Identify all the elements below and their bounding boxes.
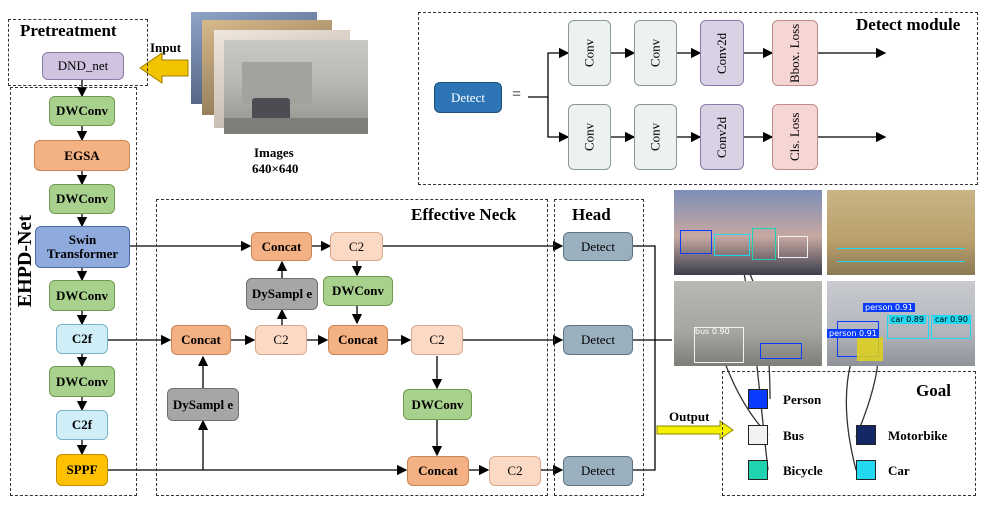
backbone-c2f-1: C2f bbox=[56, 324, 108, 354]
photo4-car-label-2: car 0.90 bbox=[933, 315, 970, 324]
images-caption: Images bbox=[254, 145, 294, 160]
legend-swatch-bus bbox=[748, 425, 768, 445]
output-photo-1 bbox=[674, 190, 822, 275]
dnd-net-node: DND_net bbox=[42, 52, 124, 80]
head-region bbox=[554, 199, 644, 496]
backbone-egsa: EGSA bbox=[34, 140, 130, 171]
detect-top-bbox-loss: Bbox. Loss bbox=[772, 20, 818, 86]
detect-bottom-cls-loss: Cls. Loss bbox=[772, 104, 818, 170]
detect-bottom-conv2d: Conv2d bbox=[700, 104, 744, 170]
images-size: 640×640 bbox=[252, 161, 299, 176]
neck-region bbox=[156, 199, 548, 496]
head-title: Head bbox=[572, 205, 611, 224]
backbone-dwconv-4: DWConv bbox=[49, 366, 115, 397]
backbone-dwconv-2: DWConv bbox=[49, 184, 115, 214]
neck-c2-mid-right: C2 bbox=[411, 325, 463, 355]
photo3-bus-label: bus 0.90 bbox=[695, 327, 730, 336]
output-label: Output bbox=[669, 409, 710, 424]
backbone-title: EHPD-Net bbox=[14, 215, 36, 308]
detect-module-title: Detect module bbox=[856, 15, 961, 34]
photo4-person-label: person 0.91 bbox=[863, 303, 915, 312]
goal-title: Goal bbox=[916, 381, 951, 400]
neck-concat-mid: Concat bbox=[328, 325, 388, 355]
neck-concat-bottom: Concat bbox=[407, 456, 469, 486]
output-photo-2 bbox=[827, 190, 975, 275]
photo4-person-label-2: person 0.91 bbox=[827, 329, 879, 338]
backbone-swin-transformer: Swin Transformer bbox=[35, 226, 130, 268]
neck-concat-left: Concat bbox=[171, 325, 231, 355]
detect-top-conv-1: Conv bbox=[568, 20, 611, 86]
legend-label-motorbike: Motorbike bbox=[888, 428, 948, 443]
head-detect-2: Detect bbox=[563, 325, 633, 355]
detect-top-conv2d: Conv2d bbox=[700, 20, 744, 86]
neck-c2-bottom: C2 bbox=[489, 456, 541, 486]
backbone-region bbox=[10, 87, 137, 496]
head-detect-3: Detect bbox=[563, 456, 633, 486]
neck-title: Effective Neck bbox=[411, 205, 517, 224]
detect-bottom-conv-1: Conv bbox=[568, 104, 611, 170]
backbone-dwconv-3: DWConv bbox=[49, 280, 115, 311]
photo4-car-label-1: car 0.89 bbox=[889, 315, 926, 324]
backbone-dwconv-1: DWConv bbox=[49, 96, 115, 126]
output-photo-4: person 0.91 car 0.89 car 0.90 person 0.9… bbox=[827, 281, 975, 366]
neck-dwconv-lower: DWConv bbox=[403, 389, 472, 420]
neck-concat-top: Concat bbox=[251, 232, 312, 261]
detect-bottom-conv-2: Conv bbox=[634, 104, 677, 170]
neck-dwconv-mid: DWConv bbox=[323, 276, 393, 306]
output-photo-3: bus 0.90 bbox=[674, 281, 822, 366]
legend-label-person: Person bbox=[783, 392, 822, 407]
legend-label-bus: Bus bbox=[783, 428, 804, 443]
legend-swatch-motorbike bbox=[856, 425, 876, 445]
pretreatment-region bbox=[8, 19, 148, 86]
legend-swatch-bicycle bbox=[748, 460, 768, 480]
input-label: Input bbox=[150, 40, 182, 55]
input-image-4 bbox=[224, 40, 368, 134]
neck-dysample-lower: DySampl e bbox=[167, 388, 239, 421]
neck-dysample-upper: DySampl e bbox=[246, 278, 318, 310]
head-detect-1: Detect bbox=[563, 232, 633, 261]
pretreatment-title: Pretreatment bbox=[20, 21, 117, 40]
detect-module-region bbox=[418, 12, 978, 185]
goal-region bbox=[722, 371, 976, 496]
neck-c2-top: C2 bbox=[330, 232, 383, 261]
detect-top-conv-2: Conv bbox=[634, 20, 677, 86]
backbone-sppf: SPPF bbox=[56, 454, 108, 486]
backbone-c2f-2: C2f bbox=[56, 410, 108, 440]
legend-swatch-person bbox=[748, 389, 768, 409]
detect-module-equals: = bbox=[512, 86, 522, 103]
neck-c2-mid-left: C2 bbox=[255, 325, 307, 355]
detect-module-detect: Detect bbox=[434, 82, 502, 113]
legend-label-bicycle: Bicycle bbox=[783, 463, 823, 478]
legend-label-car: Car bbox=[888, 463, 910, 478]
legend-swatch-car bbox=[856, 460, 876, 480]
